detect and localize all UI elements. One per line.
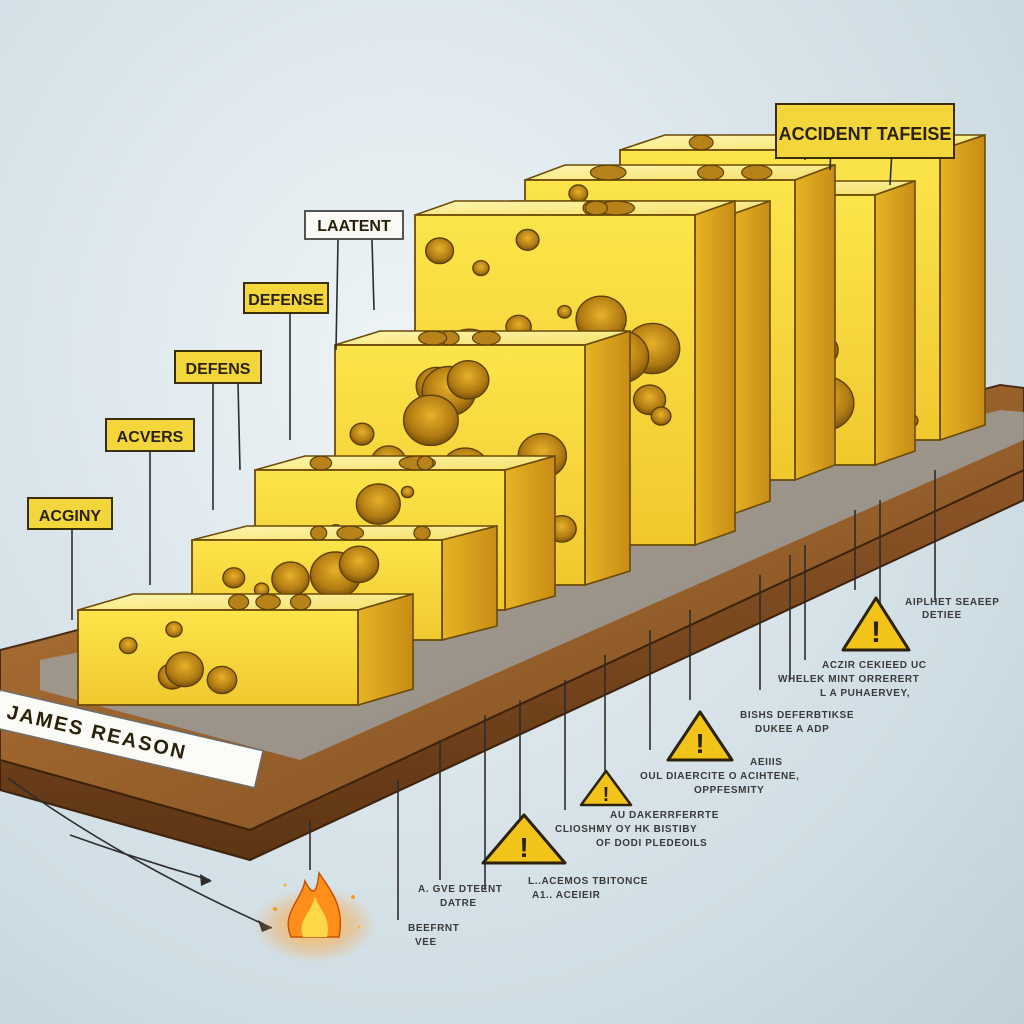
cheese-hole: [222, 567, 246, 589]
sign-latent-text: LAATENT: [317, 218, 391, 235]
sign-acvers-text: ACVERS: [117, 429, 184, 446]
svg-text:L..ACEMOS TBITONCE: L..ACEMOS TBITONCE: [528, 876, 648, 887]
svg-text:!: !: [519, 832, 528, 863]
sign-accident-text: ACCIDENT TAFEISE: [779, 124, 952, 144]
warning-icon: !: [579, 769, 633, 807]
sign-acvers: ACVERS: [105, 418, 195, 585]
svg-text:DETIEE: DETIEE: [922, 610, 962, 621]
note-3: BISHS DEFERBTIKSE DUKEE A ADP: [740, 710, 854, 735]
cheese-hole: [589, 164, 627, 181]
cheese-hole: [400, 485, 415, 499]
note-4: AEIIIS OUL DIAERCITE O ACIHTENE, OPPFESM…: [640, 757, 799, 796]
cheese-hole: [471, 330, 501, 346]
sign-defens-text: DEFENS: [186, 361, 251, 378]
note-5: AU DAKERRFERRTE CLIOSHMY OY HK BISTIBY O…: [555, 810, 719, 849]
cheese-hole: [336, 525, 365, 541]
cheese-hole: [289, 593, 312, 611]
svg-text:AEIIIS: AEIIIS: [750, 757, 783, 768]
svg-text:!: !: [603, 784, 610, 806]
cheese-hole: [118, 636, 138, 655]
note-1: AIPLHET SEAEEP DETIEE: [905, 597, 1000, 621]
cheese-hole: [309, 455, 333, 471]
svg-text:BEEFRNT: BEEFRNT: [408, 923, 459, 934]
cheese-hole: [165, 621, 183, 638]
svg-text:WHELEK MINT ORRERERT: WHELEK MINT ORRERERT: [778, 674, 919, 685]
cheese-hole: [650, 406, 672, 426]
svg-text:AIPLHET SEAEEP: AIPLHET SEAEEP: [905, 597, 1000, 608]
svg-text:BISHS DEFERBTIKSE: BISHS DEFERBTIKSE: [740, 710, 854, 721]
note-6: L..ACEMOS TBITONCE A1.. ACEIEIR: [528, 876, 648, 901]
sign-latent: LAATENT: [304, 210, 404, 351]
cheese-hole: [271, 561, 310, 597]
warning-icon: !: [841, 596, 911, 652]
note-7: A. GVE DTEENT DATRE: [418, 884, 502, 909]
arrow-icon: [69, 834, 212, 886]
cheese-slices: [77, 133, 986, 707]
svg-text:OUL DIAERCITE O ACIHTENE,: OUL DIAERCITE O ACIHTENE,: [640, 771, 799, 782]
cheese-hole: [418, 330, 448, 346]
note-leader-lines: [309, 470, 936, 920]
sign-defense-text: DEFENSE: [248, 292, 324, 309]
svg-text:L A PUHAERVEY,: L A PUHAERVEY,: [820, 688, 910, 699]
svg-text:!: !: [695, 728, 704, 759]
cheese-hole: [413, 525, 431, 541]
cheese-slice: [77, 592, 414, 707]
cheese-hole: [416, 455, 434, 471]
cheese-hole: [310, 525, 328, 541]
cheese-hole: [696, 164, 725, 181]
warning-icon: !: [481, 813, 567, 865]
sign-defense: DEFENSE: [243, 282, 329, 440]
svg-text:A1.. ACEIEIR: A1.. ACEIEIR: [532, 890, 601, 901]
cheese-hole: [584, 200, 609, 216]
cheese-hole: [741, 164, 773, 181]
sign-acginy: ACGINY: [27, 497, 113, 620]
svg-text:AU DAKERRFERRTE: AU DAKERRFERRTE: [610, 810, 719, 821]
cheese-hole: [402, 394, 459, 447]
svg-text:CLIOSHMY OY HK BISTIBY: CLIOSHMY OY HK BISTIBY: [555, 824, 697, 835]
cheese-hole: [206, 665, 238, 695]
note-8: BEEFRNT VEE: [408, 923, 459, 948]
svg-text:OPPFESMITY: OPPFESMITY: [694, 785, 764, 796]
warning-icon: !: [666, 710, 734, 762]
cheese-hole: [349, 422, 375, 446]
cheese-hole: [355, 483, 401, 525]
sign-acginy-text: ACGINY: [39, 508, 102, 525]
svg-text:ACZIR CEKIEED UC: ACZIR CEKIEED UC: [822, 660, 927, 671]
cheese-hole: [164, 651, 204, 688]
svg-text:OF DODI PLEDEOILS: OF DODI PLEDEOILS: [596, 838, 707, 849]
cheese-hole: [688, 134, 714, 151]
svg-text:VEE: VEE: [415, 937, 437, 948]
cheese-hole: [515, 228, 540, 251]
cheese-hole: [472, 260, 490, 277]
cheese-hole: [255, 593, 281, 611]
note-2: ACZIR CEKIEED UC WHELEK MINT ORRERERT L …: [778, 660, 927, 699]
sign-defens: DEFENS: [174, 350, 262, 510]
cheese-hole: [557, 304, 572, 319]
svg-text:DATRE: DATRE: [440, 898, 477, 909]
cheese-hole: [228, 593, 250, 611]
svg-text:A. GVE DTEENT: A. GVE DTEENT: [418, 884, 502, 895]
fire-icon: [253, 870, 377, 963]
svg-text:DUKEE A ADP: DUKEE A ADP: [755, 724, 829, 735]
cheese-hole: [568, 184, 589, 203]
cheese-hole: [425, 237, 455, 265]
cheese-hole: [446, 359, 490, 400]
sign-accident: ACCIDENT TAFEISE: [775, 103, 955, 186]
cheese-hole: [338, 545, 380, 584]
svg-text:!: !: [871, 616, 881, 649]
